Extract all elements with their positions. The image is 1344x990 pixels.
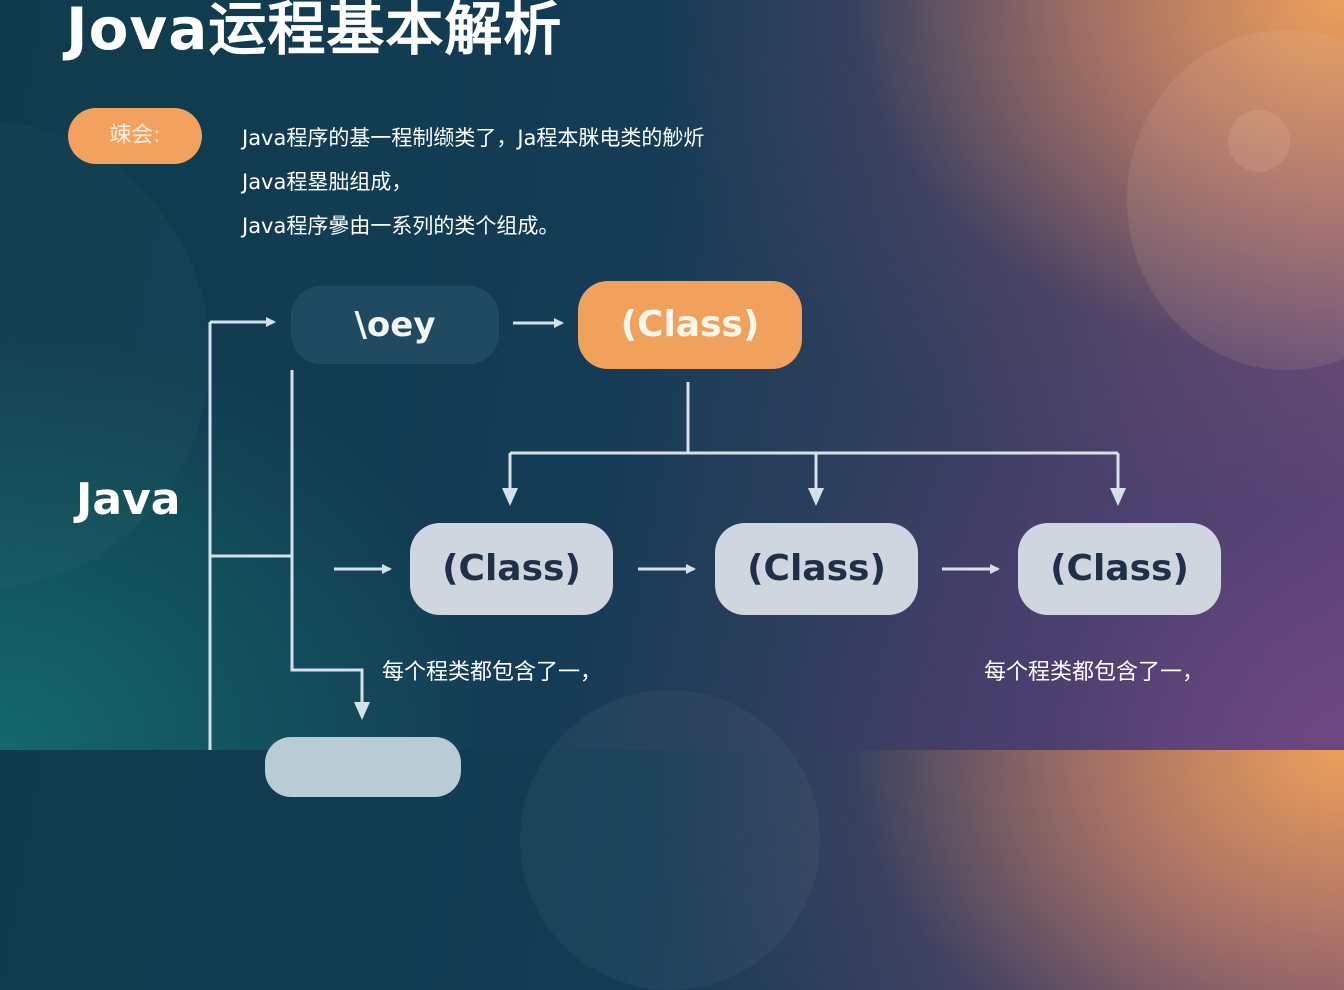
class-node-2: (Class) — [715, 523, 918, 615]
intro-line-3: Java程序曑由一系列的类个组成。 — [242, 214, 560, 238]
class-node-3: (Class) — [1018, 523, 1221, 615]
class-note-right: 每个程类都包含了一， — [984, 660, 1205, 685]
top-node: \oey — [291, 286, 499, 364]
intro-line-1: Java程序的基一程制缬类了，Ja程本脒电类的觘炘 — [242, 126, 705, 150]
page-title: Jova运程基本解析 — [66, 0, 563, 63]
connector-lines — [208, 317, 1126, 750]
arrow-down-icon — [808, 488, 824, 506]
arrow-down-icon — [354, 702, 370, 720]
down-connector — [290, 370, 364, 715]
primary-class-node: (Class) — [578, 281, 802, 369]
bottom-node — [265, 737, 461, 797]
java-root-label: Java — [76, 474, 181, 525]
intro-description: Java程序的基一程制缬类了，Ja程本脒电类的觘炘 Java程塁朏组成， Jav… — [242, 120, 704, 252]
arrow-down-icon — [1110, 488, 1126, 506]
arrow-down-icon — [502, 488, 518, 506]
intro-line-2: Java程塁朏组成， — [242, 170, 413, 194]
intro-badge: 竦会: — [68, 108, 202, 164]
class-node-1: (Class) — [410, 523, 613, 615]
class-note-left: 每个程类都包含了一， — [382, 660, 603, 685]
